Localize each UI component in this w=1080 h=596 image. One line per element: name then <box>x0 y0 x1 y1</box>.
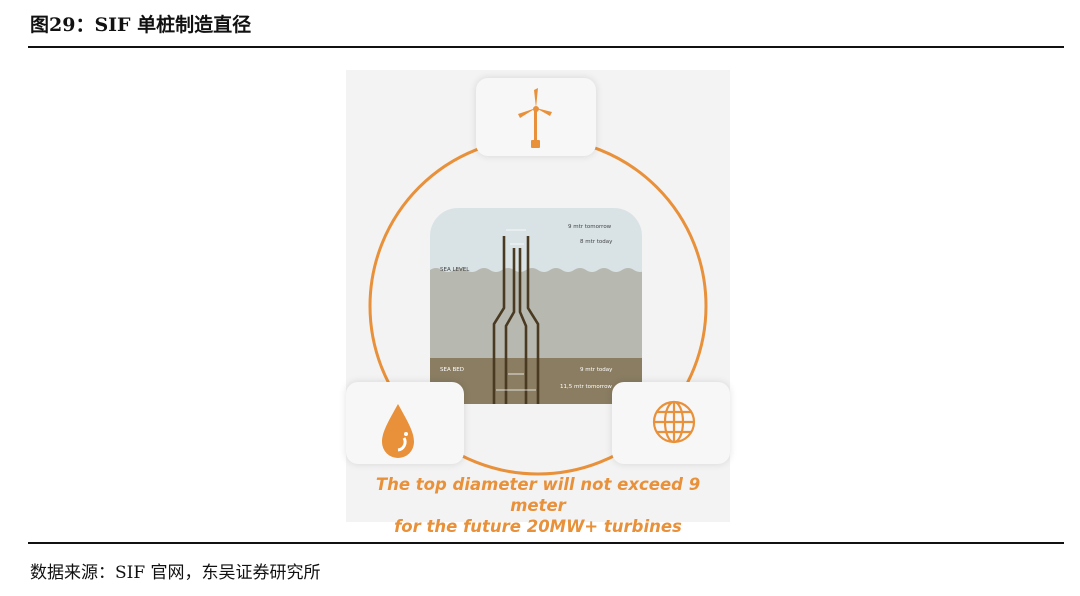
bottom-today-label: 9 mtr today <box>580 367 613 373</box>
caption: The top diameter will not exceed 9 meter… <box>346 474 730 537</box>
bottom-rule <box>28 542 1064 544</box>
monopile-figure: 9 mtr tomorrow 8 mtr today SEA LEVEL SEA… <box>346 70 730 536</box>
oil-box <box>346 382 464 464</box>
wind-turbine-icon <box>518 88 552 148</box>
globe-box <box>612 382 730 464</box>
sea-level-label: SEA LEVEL <box>440 267 470 273</box>
caption-line-2: for the future 20MW+ turbines <box>394 517 682 536</box>
top-tomorrow-label: 9 mtr tomorrow <box>568 224 612 230</box>
sea-bed-label: SEA BED <box>440 367 464 373</box>
caption-line-1: The top diameter will not exceed 9 meter <box>375 475 701 515</box>
turbine-box <box>476 78 596 156</box>
top-today-label: 8 mtr today <box>580 239 613 245</box>
source-note: 数据来源：SIF 官网，东吴证券研究所 <box>30 563 321 583</box>
oil-drop-icon <box>382 404 414 458</box>
figure-title: 图29：SIF 单桩制造直径 <box>30 14 252 36</box>
monopile-diagram: 9 mtr tomorrow 8 mtr today SEA LEVEL SEA… <box>430 208 642 404</box>
globe-icon <box>652 400 696 444</box>
top-rule <box>28 46 1064 48</box>
bottom-tomorrow-label: 11,5 mtr tomorrow <box>560 384 612 390</box>
